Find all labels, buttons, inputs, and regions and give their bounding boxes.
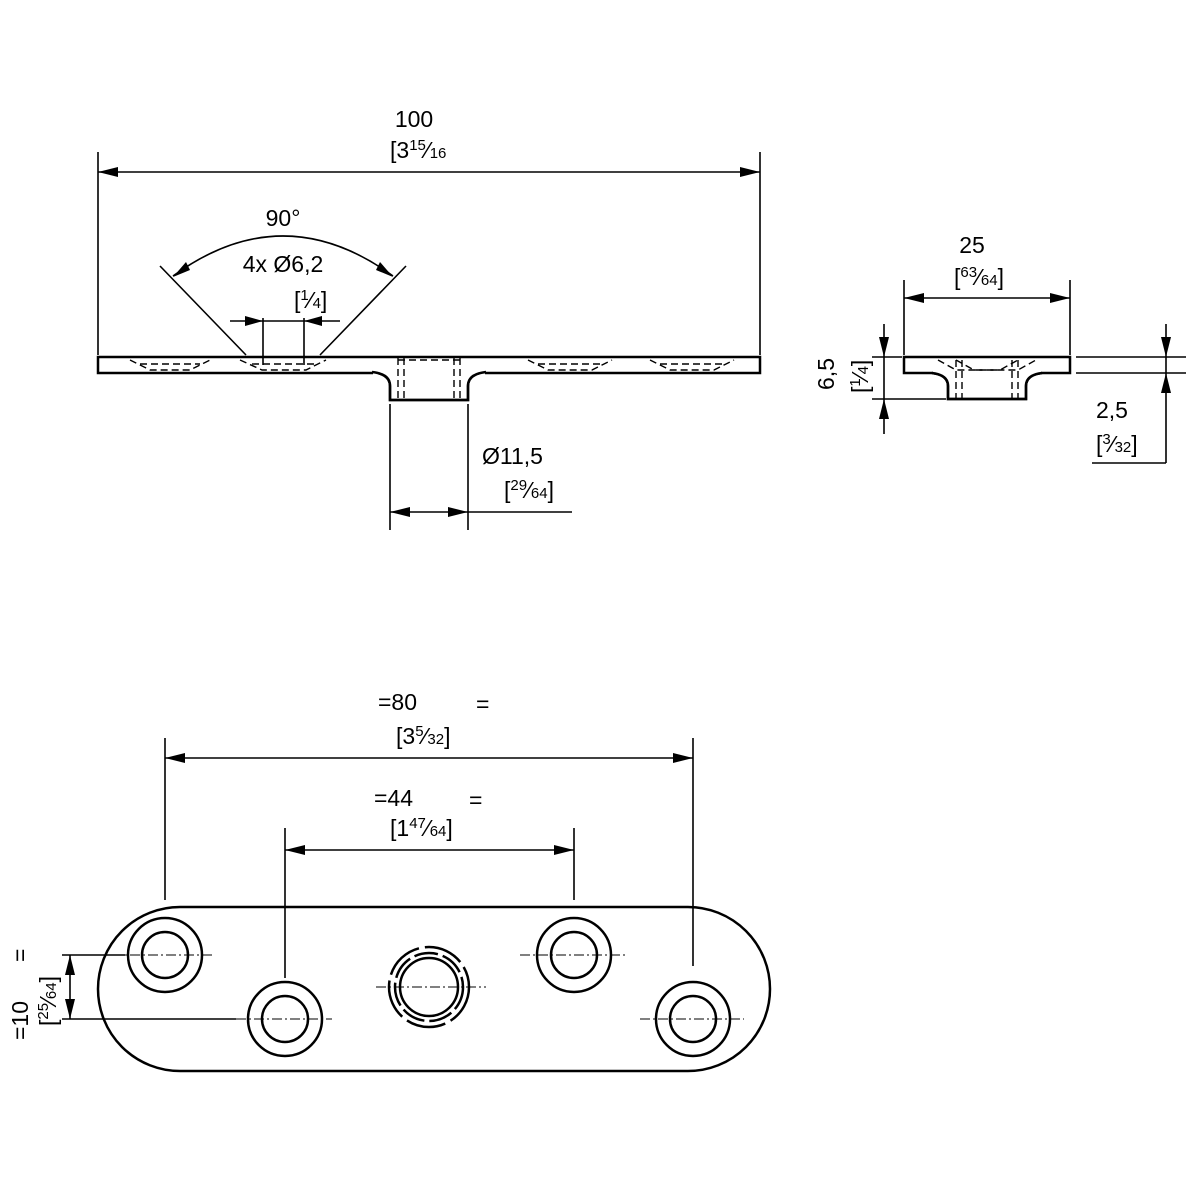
dim-offset-imperial: [25⁄64] [35, 976, 61, 1026]
dim-inner-metric: =44 [374, 785, 413, 811]
dim-overall-length-metric: 100 [395, 106, 433, 132]
countersunk-hole [654, 980, 732, 1058]
side-view: 25 [63⁄64] 6,5 [1⁄4] 2,5 [813, 232, 1186, 464]
dim-offset-eq: = [7, 949, 33, 962]
dim-angle-value: 90° [266, 205, 301, 231]
front-hidden-countersinks [129, 359, 735, 371]
dim-boss-diameter: Ø11,5 [29⁄64] [389, 404, 572, 530]
dim-overall-length: 100 [315⁄16 [97, 106, 761, 355]
dim-plate-thickness: 2,5 [3⁄32] [1076, 324, 1186, 464]
dim-height-metric: 6,5 [813, 358, 839, 390]
dim-inner-imperial: [147⁄64] [390, 815, 453, 841]
dim-holes-metric: 4x Ø6,2 [243, 251, 324, 277]
countersunk-hole [246, 980, 324, 1058]
dim-height: 6,5 [1⁄4] [813, 324, 946, 434]
dim-boss-imperial: [29⁄64] [504, 477, 554, 503]
front-view: 100 [315⁄16 90° 4x Ø6,2 [1⁄4] [96, 106, 762, 530]
dim-overall-length-imperial: [315⁄16 [390, 137, 446, 163]
dim-offset-metric: =10 [7, 1001, 33, 1040]
top-view: =80 = [35⁄32] =44 = [147⁄64] = [7, 689, 772, 1073]
dim-thickness-imperial: [3⁄32] [1096, 431, 1138, 457]
dim-countersink-angle: 90° [159, 205, 407, 356]
threaded-center-hole [387, 945, 471, 1029]
countersunk-hole [535, 916, 613, 994]
dim-width: 25 [63⁄64] [903, 232, 1071, 355]
dim-width-metric: 25 [959, 232, 985, 258]
dim-thickness-metric: 2,5 [1096, 397, 1128, 423]
dim-outer-eq: = [476, 691, 489, 717]
dim-width-imperial: [63⁄64] [954, 264, 1004, 290]
dim-outer-imperial: [35⁄32] [396, 723, 450, 749]
dim-height-imperial: [1⁄4] [847, 360, 873, 393]
countersunk-hole [126, 916, 204, 994]
dim-outer-spacing: =80 = [35⁄32] [164, 689, 694, 966]
dim-holes: 4x Ø6,2 [1⁄4] [230, 251, 340, 365]
dim-outer-metric: =80 [378, 689, 417, 715]
dim-boss-metric: Ø11,5 [482, 443, 543, 469]
dim-holes-imperial: [1⁄4] [294, 287, 327, 313]
dim-inner-eq: = [469, 787, 482, 813]
